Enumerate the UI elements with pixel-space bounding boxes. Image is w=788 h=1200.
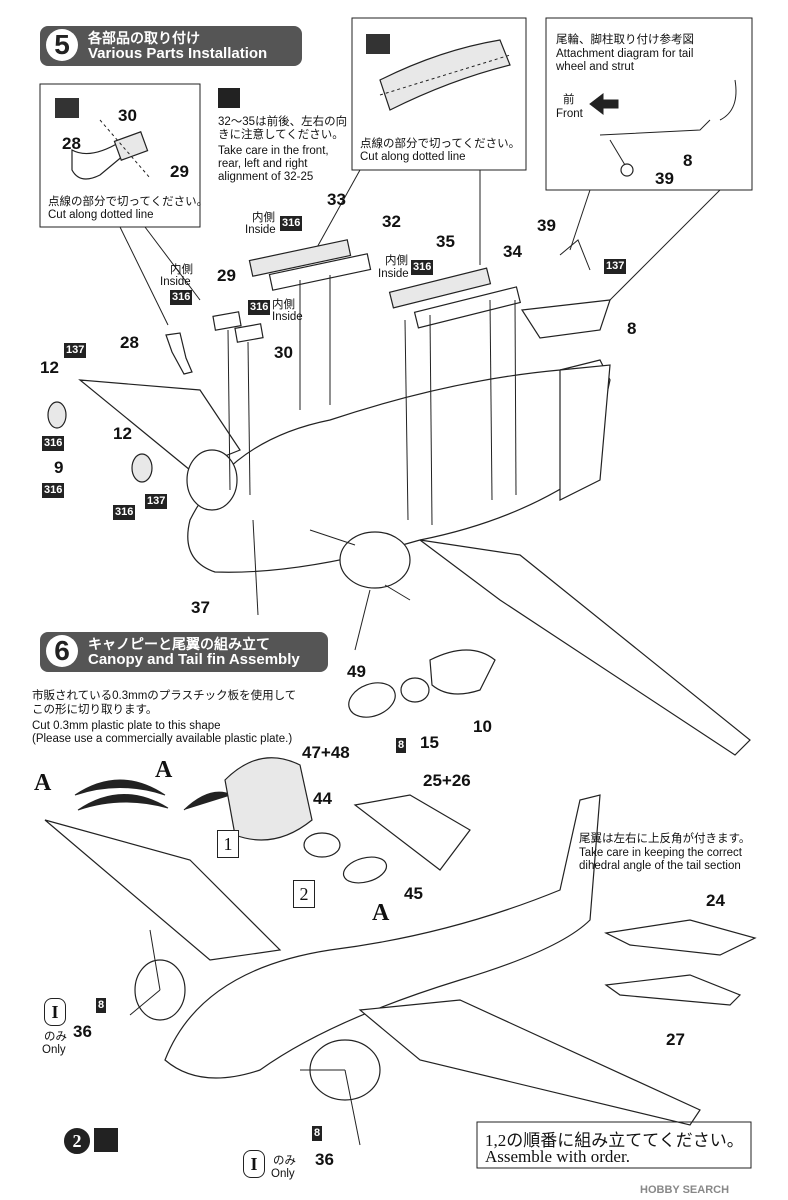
tag-8-36-bottom: 8 <box>312 1126 323 1141</box>
order-note-jp: 1,2の順番に組み立ててください。 <box>485 1131 744 1150</box>
part-34: 34 <box>503 242 522 261</box>
step5-title-jp: 各部品の取り付け <box>88 30 200 46</box>
only-label-bottom-en: Only <box>271 1168 295 1180</box>
part-33: 33 <box>327 190 346 209</box>
part-12-left: 12 <box>40 358 59 377</box>
step6-number: 6 <box>46 635 78 667</box>
part-12-right: 12 <box>113 424 132 443</box>
step5-number: 5 <box>46 29 78 61</box>
only-label-bottom-jp: のみ <box>273 1155 296 1167</box>
tail-diagram-title-en-1: Attachment diagram for tail <box>556 48 694 60</box>
part-39-inset: 39 <box>655 169 674 188</box>
cut-note-middle-jp: 点線の部分で切ってください。 <box>360 138 521 150</box>
inside-label-29-jp: 内側 <box>170 264 193 276</box>
option-marker-top: I <box>44 998 66 1026</box>
tag-8-36-top: 8 <box>96 998 107 1013</box>
tail-diagram-title-jp: 尾輪、脚柱取り付け参考図 <box>556 34 694 46</box>
step5-title-en: Various Parts Installation <box>88 45 268 62</box>
cut-icon-middle <box>366 34 390 54</box>
tag-316-12-left: 316 <box>42 436 65 451</box>
location-a-label: A <box>372 900 390 926</box>
part-28: 28 <box>120 333 139 352</box>
part-49: 49 <box>347 662 366 681</box>
align-note-en-1: Take care in the front, <box>218 145 329 157</box>
order-step-2: 2 <box>64 1128 90 1154</box>
only-label-top-jp: のみ <box>44 1031 67 1043</box>
part-27: 27 <box>666 1030 685 1049</box>
template-a-label-right: A <box>155 757 173 783</box>
plastic-note-jp-1: 市販されている0.3mmのプラスチック板を使用して <box>32 690 297 702</box>
inside-label-30-jp: 内側 <box>272 299 295 311</box>
tail-diagram-title-en-2: wheel and strut <box>556 61 634 73</box>
tag-316-9: 316 <box>42 483 65 498</box>
inside-label-35-jp: 内側 <box>385 255 408 267</box>
step6-header: 6 キャノピーと尾翼の組み立て Canopy and Tail fin Asse… <box>40 632 328 672</box>
part-28-inset: 28 <box>62 134 81 153</box>
part-29: 29 <box>217 266 236 285</box>
part-15: 15 <box>420 733 439 752</box>
tag-137-12-right: 137 <box>145 494 168 509</box>
tag-316-32: 316 <box>280 216 303 231</box>
option-marker-bottom: I <box>243 1150 265 1178</box>
part-9: 9 <box>54 458 64 477</box>
part-8: 8 <box>627 319 637 338</box>
align-note-en-3: alignment of 32-25 <box>218 171 314 183</box>
part-10: 10 <box>473 717 492 736</box>
order-marker-1: 1 <box>217 830 239 858</box>
only-label-top-en: Only <box>42 1044 66 1056</box>
tag-137-12-left: 137 <box>64 343 87 358</box>
front-label-en: Front <box>556 108 583 120</box>
plastic-note-en-1: Cut 0.3mm plastic plate to this shape <box>32 720 221 732</box>
part-47-48: 47+48 <box>302 743 350 762</box>
part-39: 39 <box>537 216 556 235</box>
part-8-inset: 8 <box>683 151 693 170</box>
cut-icon-left <box>55 98 79 118</box>
dihedral-note-en-1: Take care in keeping the correct <box>579 847 743 859</box>
part-45: 45 <box>404 884 423 903</box>
plastic-note-en-2: (Please use a commercially available pla… <box>32 733 293 745</box>
part-44: 44 <box>313 789 332 808</box>
dihedral-note-jp: 尾翼は左右に上反角が付きます。 <box>579 833 751 845</box>
tag-8-15: 8 <box>396 738 407 753</box>
cut-note-left-jp: 点線の部分で切ってください。 <box>48 196 209 208</box>
step6-title-jp: キャノピーと尾翼の組み立て <box>88 636 270 652</box>
order-note-en: Assemble with order. <box>485 1147 630 1166</box>
part-30-inset: 30 <box>118 106 137 125</box>
inside-label-32-jp: 内側 <box>252 212 275 224</box>
step6-title-en: Canopy and Tail fin Assembly <box>88 651 300 668</box>
part-30: 30 <box>274 343 293 362</box>
cut-note-left-en: Cut along dotted line <box>48 209 154 221</box>
inside-label-35-en: Inside <box>378 268 409 280</box>
order-marker-2: 2 <box>293 880 315 908</box>
tag-316-12-right: 316 <box>113 505 136 520</box>
decal-icon <box>94 1128 118 1152</box>
part-35: 35 <box>436 232 455 251</box>
part-37: 37 <box>191 598 210 617</box>
warning-icon <box>218 88 240 108</box>
plastic-note-jp-2: この形に切り取ります。 <box>32 704 158 716</box>
part-32: 32 <box>382 212 401 231</box>
template-a-label-left: A <box>34 770 52 796</box>
tag-316-29: 316 <box>170 290 193 305</box>
inside-label-32-en: Inside <box>245 224 276 236</box>
part-36-top: 36 <box>73 1022 92 1041</box>
part-25-26: 25+26 <box>423 771 471 790</box>
watermark: HOBBY SEARCH <box>640 1184 730 1196</box>
part-36-bottom: 36 <box>315 1150 334 1169</box>
front-label-jp: 前 <box>563 94 575 106</box>
part-29-inset: 29 <box>170 162 189 181</box>
tag-137-39: 137 <box>604 259 627 274</box>
inside-label-29-en: Inside <box>160 276 191 288</box>
dihedral-note-en-2: dihedral angle of the tail section <box>579 860 741 872</box>
inside-label-30-en: Inside <box>272 311 303 323</box>
cut-note-middle-en: Cut along dotted line <box>360 151 466 163</box>
step5-header: 5 各部品の取り付け Various Parts Installation <box>40 26 302 66</box>
align-note-en-2: rear, left and right <box>218 158 308 170</box>
align-note-jp-1: 32～35は前後、左右の向 <box>218 116 348 128</box>
part-24: 24 <box>706 891 725 910</box>
tag-316-30: 316 <box>248 300 271 315</box>
align-note-jp-2: きに注意してください。 <box>218 129 344 141</box>
tag-316-35: 316 <box>411 260 434 275</box>
